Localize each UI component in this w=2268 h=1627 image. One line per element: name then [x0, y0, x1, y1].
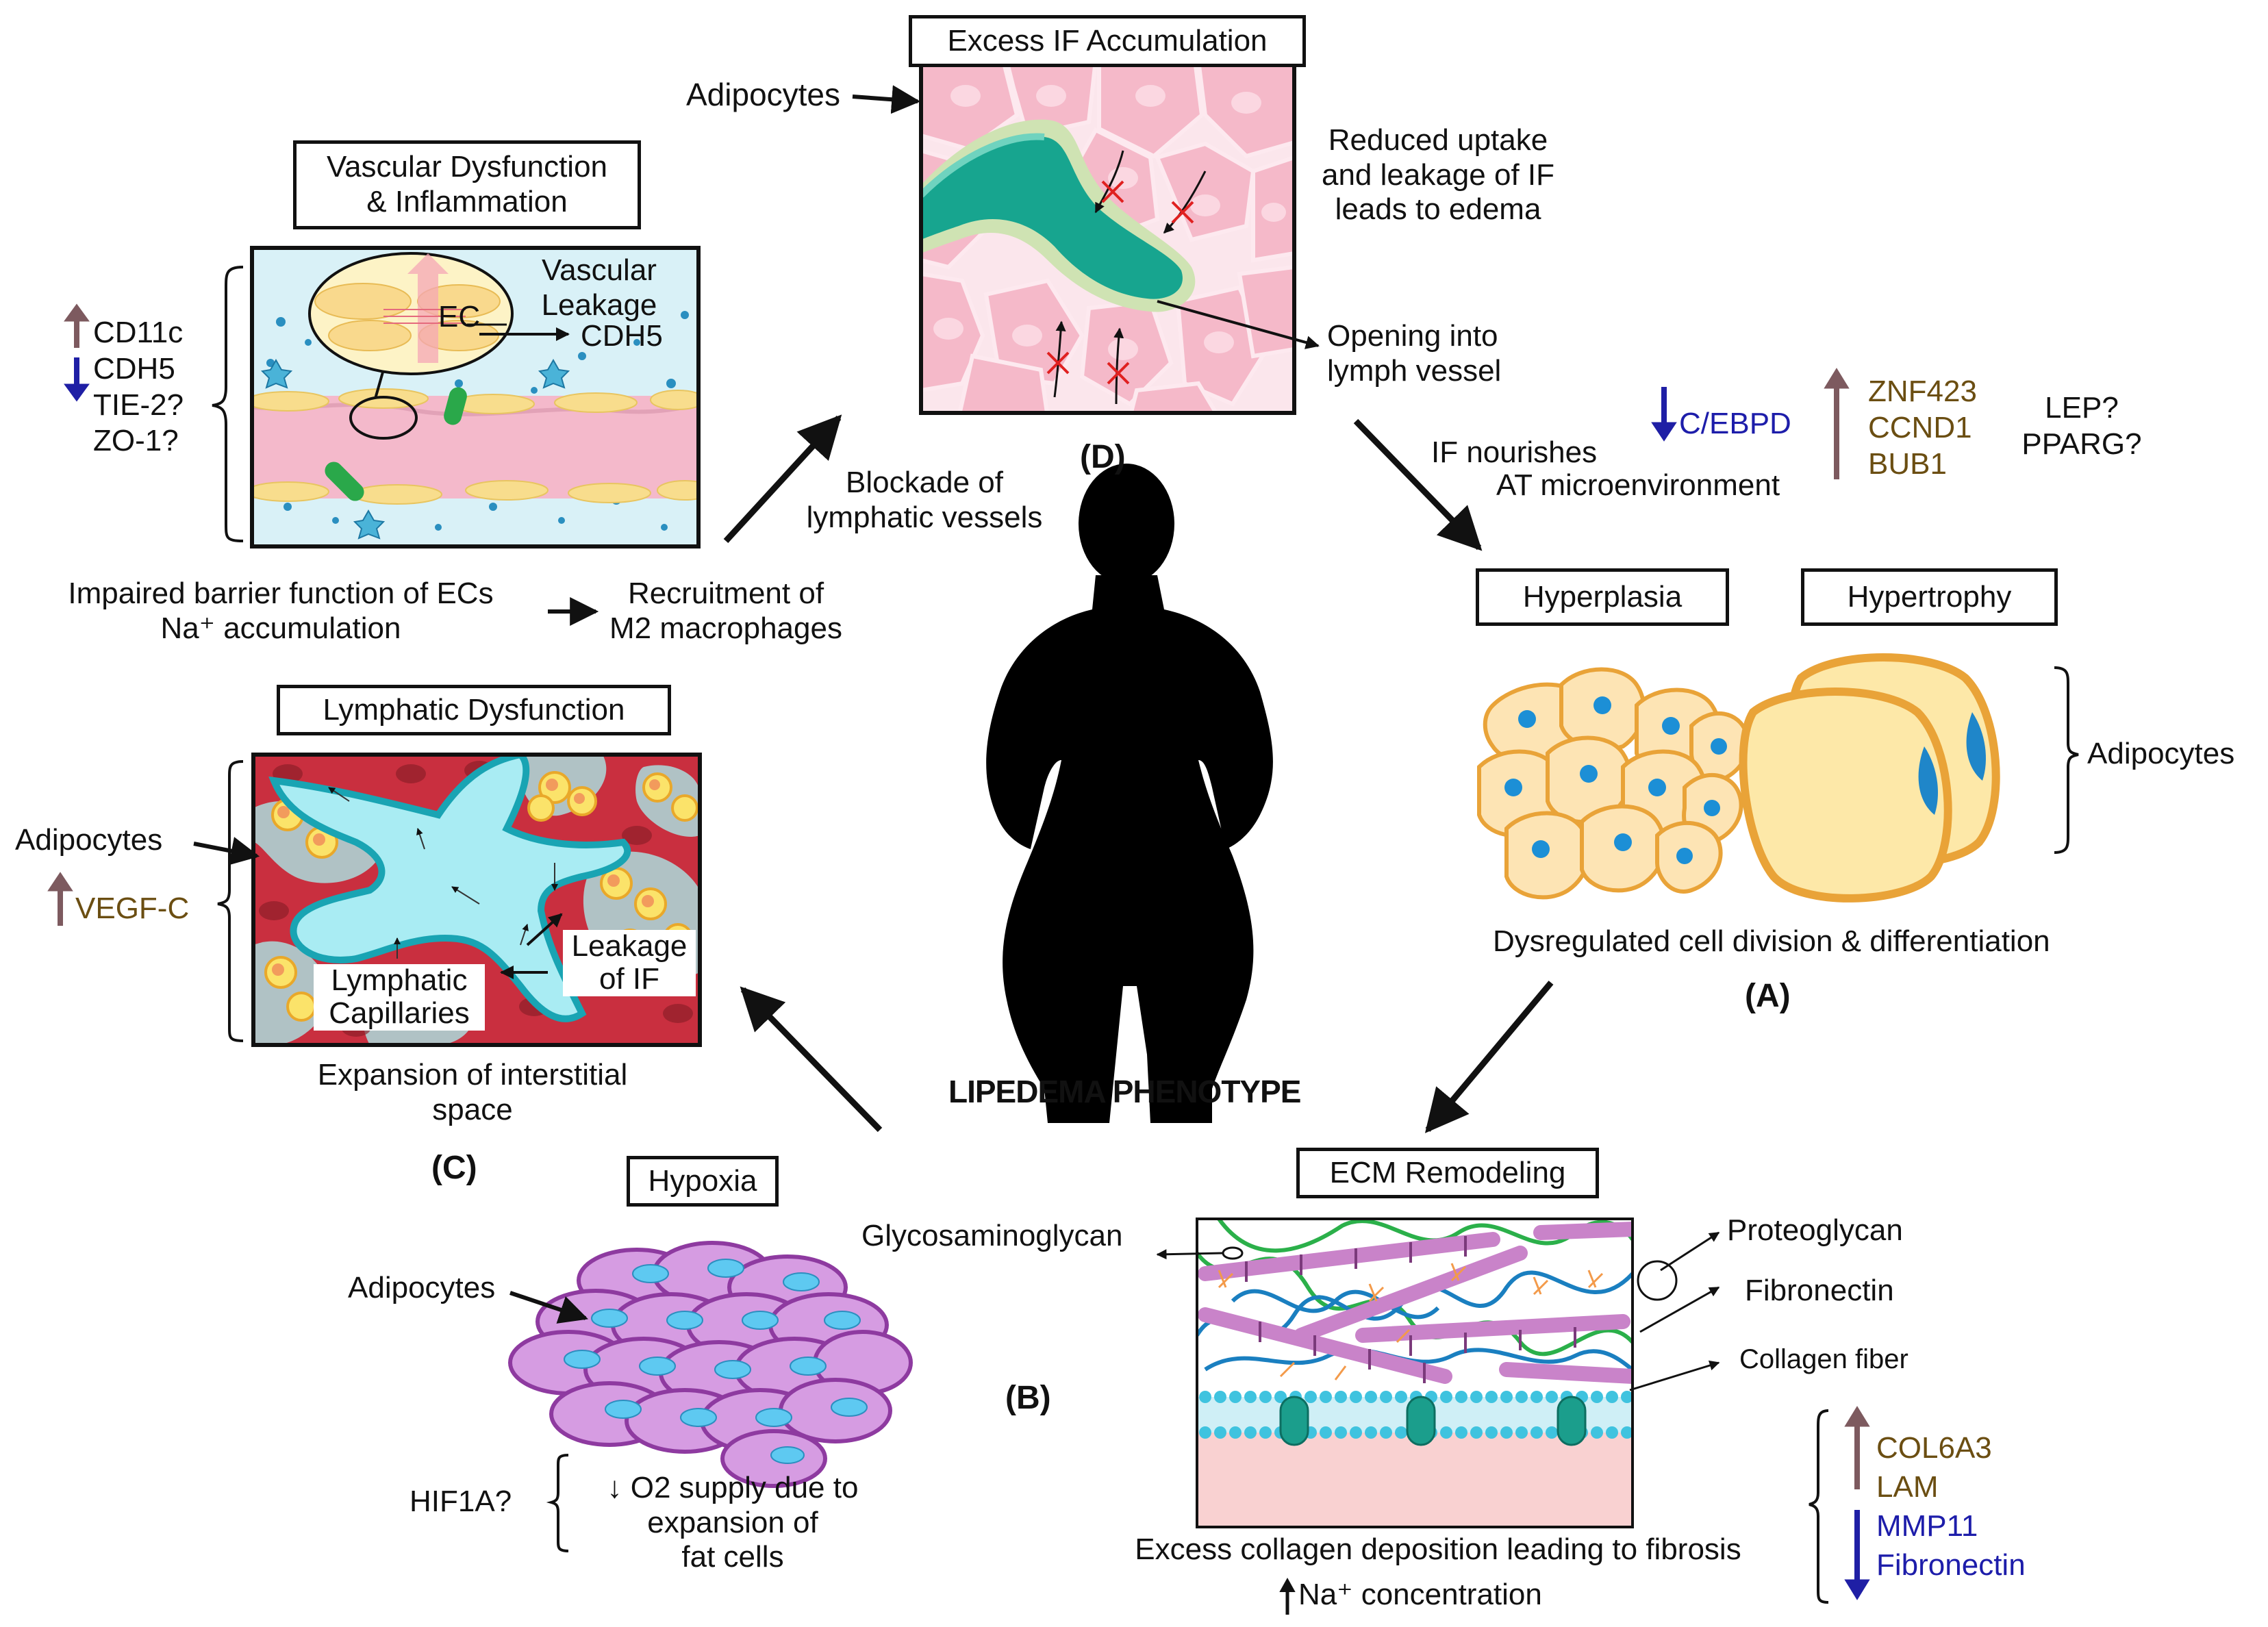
d-blockade: Blockade of lymphatic vessels	[806, 466, 1043, 534]
collagen-fiber-label: Collagen fiber	[1739, 1344, 1908, 1374]
if-accumulation-illustration	[921, 60, 1294, 413]
braces	[212, 266, 2079, 1604]
vascular-illustration	[252, 248, 698, 546]
fibronectin-label: Fibronectin	[1745, 1274, 1894, 1307]
vascular-markers: CD11c CDH5 TIE-2? ZO-1?	[93, 316, 184, 458]
recruitment-text: Recruitment of M2 macrophages	[609, 577, 842, 645]
hyperplasia-title: Hyperplasia	[1476, 568, 1729, 626]
cycle-arrows	[723, 414, 1554, 1133]
lipedema-phenotype-label: LIPEDEMA PHENOTYPE	[948, 1074, 1301, 1109]
b-up-genes: COL6A3 LAM	[1876, 1431, 1992, 1504]
c-adipocytes-label: Adipocytes	[15, 823, 163, 857]
ecm-frame	[1196, 1218, 1634, 1528]
a-up-genes: ZNF423 CCND1 BUB1	[1868, 375, 1977, 481]
ec-label: EC	[438, 300, 481, 333]
d-reduced-uptake: Reduced uptake and leakage of IF leads t…	[1321, 123, 1554, 227]
hypoxia-title: Hypoxia	[627, 1156, 779, 1207]
regulation-arrows	[47, 303, 1870, 1615]
c-title: Lymphatic Dysfunction	[277, 685, 671, 735]
d-adipocytes-label: Adipocytes	[686, 77, 841, 112]
vascular-frame	[250, 246, 701, 548]
o2-supply-text: ↓ O2 supply due to expansion of fat cell…	[607, 1471, 859, 1574]
vegfc-gene: VEGF-C	[75, 892, 190, 925]
glycosaminoglycan-label: Glycosaminoglycan	[861, 1219, 1123, 1252]
cdh5-arrow-label: CDH5	[581, 319, 663, 353]
b-panel-label: (B)	[1005, 1380, 1051, 1416]
d-panel-label: (D)	[1080, 439, 1126, 475]
b-caption-2: Na⁺ concentration	[1298, 1578, 1542, 1611]
if-nourishes-1: IF nourishes	[1431, 436, 1598, 469]
a-caption: Dysregulated cell division & differentia…	[1493, 924, 2050, 958]
cebpd-gene: C/EBPD	[1679, 407, 1791, 440]
ecm-illustration	[1197, 1219, 1633, 1527]
c-caption: Expansion of interstitial space	[317, 1058, 628, 1126]
lymphatic-capillaries-label: Lymphatic Capillaries	[314, 963, 485, 1031]
vascular-leakage-label: Vascular Leakage	[541, 253, 657, 322]
leakage-of-if-label: Leakage of IF	[563, 929, 696, 996]
d-title: Excess IF Accumulation	[909, 15, 1306, 67]
lipedema-silhouette	[986, 464, 1273, 1123]
a-panel-label: (A)	[1745, 978, 1791, 1014]
d-opening: Opening into lymph vessel	[1327, 319, 1502, 388]
b-caption-1: Excess collagen deposition leading to fi…	[1135, 1533, 1741, 1566]
a-unknown-genes: LEP? PPARG?	[2021, 391, 2142, 461]
b-down-genes: MMP11 Fibronectin	[1876, 1509, 2026, 1582]
if-nourishes-2: AT microenvironment	[1496, 468, 1780, 502]
hypoxia-adipocytes-label: Adipocytes	[348, 1271, 496, 1304]
lymphatic-frame	[251, 753, 702, 1047]
hyperplasia-cells	[1477, 667, 1750, 900]
hypertrophy-cells	[1739, 653, 2000, 903]
impaired-barrier-text: Impaired barrier function of ECs Na⁺ acc…	[68, 577, 494, 645]
hypoxia-cells	[508, 1241, 913, 1488]
hif1a-gene: HIF1A?	[410, 1485, 512, 1518]
c-panel-label: (C)	[431, 1150, 477, 1186]
proteoglycan-label: Proteoglycan	[1727, 1213, 1903, 1247]
hypertrophy-title: Hypertrophy	[1801, 568, 2058, 626]
vascular-title: Vascular Dysfunction & Inflammation	[293, 140, 641, 229]
a-adipocytes-label: Adipocytes	[2087, 737, 2235, 770]
b-title: ECM Remodeling	[1296, 1148, 1599, 1198]
